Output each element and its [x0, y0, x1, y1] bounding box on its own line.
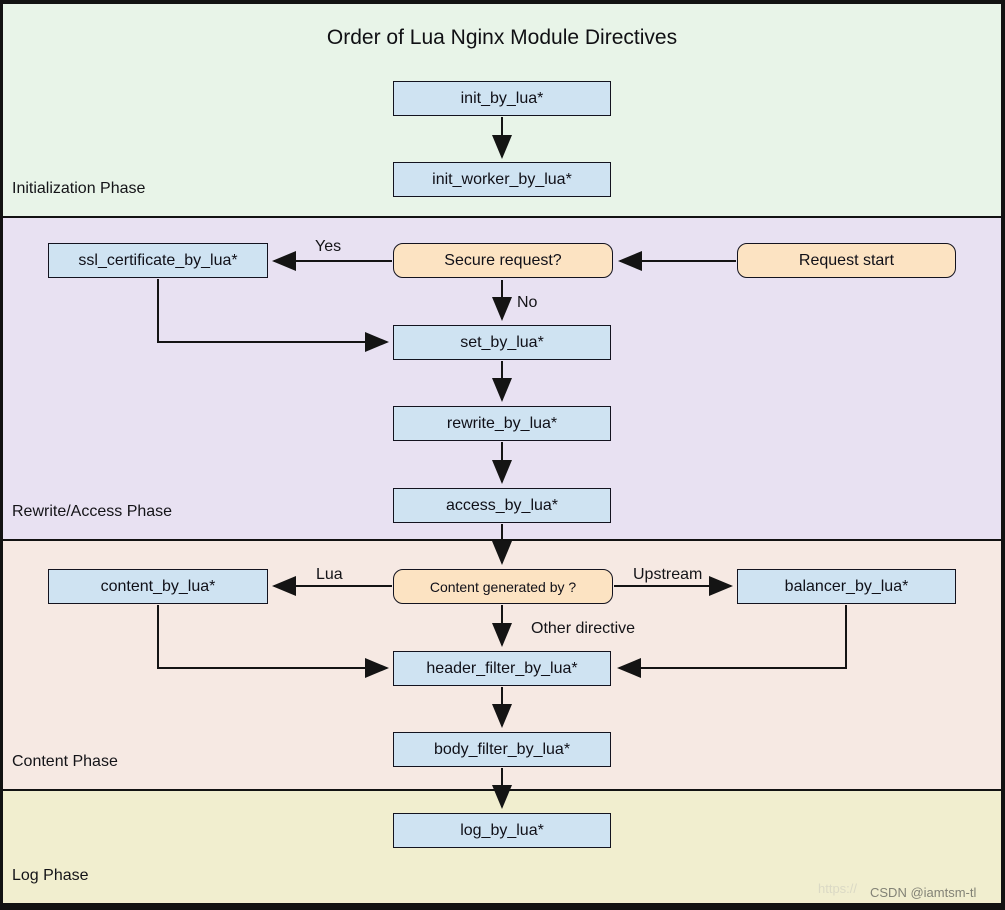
edge-ssl-to-set — [157, 279, 389, 352]
node-init-worker-by-lua: init_worker_by_lua* — [393, 162, 611, 197]
node-access-by-lua: access_by_lua* — [393, 488, 611, 523]
node-request-start: Request start — [737, 243, 956, 278]
watermark-url-fragment: https:// — [818, 881, 858, 896]
node-content-by-lua: content_by_lua* — [48, 569, 268, 604]
node-ssl-certificate-by-lua: ssl_certificate_by_lua* — [48, 243, 268, 278]
edge-label-yes: Yes — [315, 238, 342, 255]
node-header-filter-by-lua: header_filter_by_lua* — [393, 651, 611, 686]
phase-label-rewrite-access: Rewrite/Access Phase — [12, 503, 173, 520]
phase-label-log: Log Phase — [12, 867, 89, 884]
node-content-generated-decision: Content generated by ? — [393, 569, 613, 604]
phase-label-initialization: Initialization Phase — [12, 180, 146, 197]
edge-content-to-header-filter — [157, 605, 389, 678]
node-body-filter-by-lua: body_filter_by_lua* — [393, 732, 611, 767]
node-init-by-lua: init_by_lua* — [393, 81, 611, 116]
node-secure-request-decision: Secure request? — [393, 243, 613, 278]
node-balancer-by-lua: balancer_by_lua* — [737, 569, 956, 604]
edge-label-no: No — [517, 294, 538, 311]
edge-label-lua: Lua — [316, 566, 343, 583]
edge-balancer-to-header-filter — [617, 605, 847, 678]
diagram-title: Order of Lua Nginx Module Directives — [326, 26, 678, 49]
phase-label-content: Content Phase — [12, 753, 118, 770]
node-set-by-lua: set_by_lua* — [393, 325, 611, 360]
edge-label-other-directive: Other directive — [531, 620, 636, 637]
node-rewrite-by-lua: rewrite_by_lua* — [393, 406, 611, 441]
csdn-watermark: CSDN @iamtsm-tl — [870, 885, 977, 900]
edge-label-upstream: Upstream — [633, 566, 703, 583]
node-log-by-lua: log_by_lua* — [393, 813, 611, 848]
